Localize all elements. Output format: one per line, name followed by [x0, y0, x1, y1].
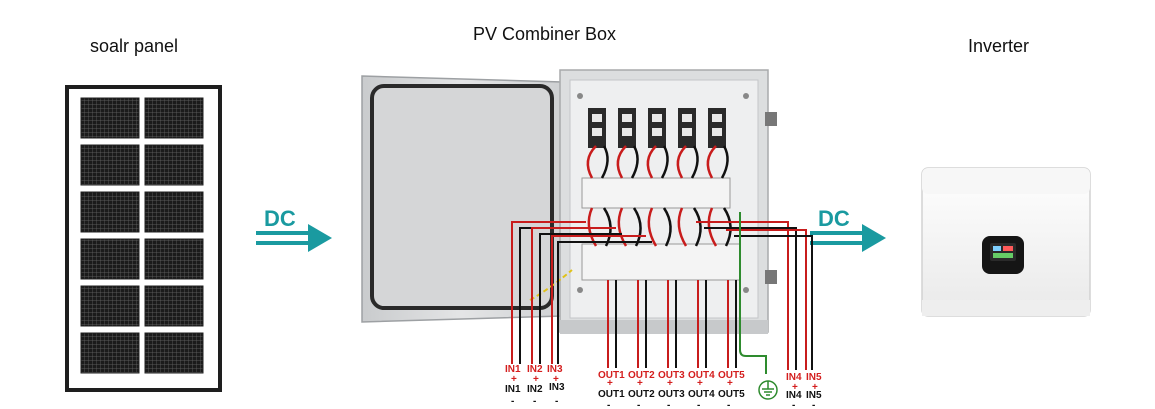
dc-label-left: DC — [264, 206, 296, 231]
dc-label-right: DC — [818, 206, 850, 231]
in5-neg-label: IN5 — [806, 390, 822, 401]
out3-pos-label: OUT3 — [658, 370, 685, 381]
ground-symbol-icon — [739, 212, 778, 400]
in2-pos-label: IN2 — [527, 364, 543, 375]
in3-minus: - — [555, 396, 558, 407]
in2-minus: - — [533, 396, 536, 407]
out2-plus: + — [637, 378, 643, 389]
in5-plus: + — [812, 382, 818, 393]
in3-neg-label: IN3 — [549, 382, 565, 393]
out5-plus: + — [727, 378, 733, 389]
out3-neg-label: OUT3 — [658, 389, 685, 400]
in1-plus: + — [511, 374, 517, 385]
terminal-labels: IN1 + IN1 - IN2 + IN2 - IN3 + IN3 - OUT1… — [505, 364, 822, 409]
inverter-title: Inverter — [968, 36, 1030, 56]
in4-plus: + — [792, 382, 798, 393]
out1-neg-label: OUT1 — [598, 389, 625, 400]
combiner-box-icon — [361, 69, 777, 334]
out4-minus: - — [697, 400, 700, 409]
out1-plus: + — [607, 378, 613, 389]
out4-plus: + — [697, 378, 703, 389]
out1-pos-label: OUT1 — [598, 370, 625, 381]
dc-arrow-icon: DC — [810, 206, 886, 252]
in3-plus: + — [553, 374, 559, 385]
in2-neg-label: IN2 — [527, 384, 543, 395]
dc-arrow-icon: DC — [256, 206, 332, 252]
in1-pos-label: IN1 — [505, 364, 521, 375]
out3-minus: - — [667, 400, 670, 409]
in3-pos-label: IN3 — [547, 364, 563, 375]
in4-minus: - — [792, 400, 795, 409]
solar-panel-title: soalr panel — [90, 36, 179, 56]
out2-minus: - — [637, 400, 640, 409]
solar-panel-icon — [65, 85, 222, 392]
in1-neg-label: IN1 — [505, 384, 521, 395]
in5-pos-label: IN5 — [806, 372, 822, 383]
out2-pos-label: OUT2 — [628, 370, 655, 381]
out4-pos-label: OUT4 — [688, 370, 715, 381]
out5-neg-label: OUT5 — [718, 389, 745, 400]
out5-pos-label: OUT5 — [718, 370, 745, 381]
inverter-icon — [921, 167, 1091, 317]
out2-neg-label: OUT2 — [628, 389, 655, 400]
in4-neg-label: IN4 — [786, 390, 802, 401]
out1-minus: - — [607, 400, 610, 409]
out5-minus: - — [727, 400, 730, 409]
in1-minus: - — [511, 396, 514, 407]
in2-plus: + — [533, 374, 539, 385]
in4-pos-label: IN4 — [786, 372, 802, 383]
out3-plus: + — [667, 378, 673, 389]
combiner-box-title: PV Combiner Box — [473, 24, 617, 44]
in5-minus: - — [812, 400, 815, 409]
out4-neg-label: OUT4 — [688, 389, 715, 400]
